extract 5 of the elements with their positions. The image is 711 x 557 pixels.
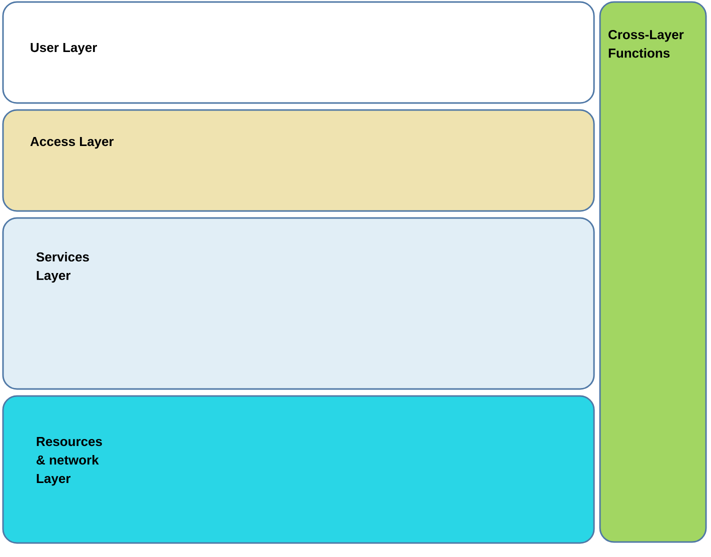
- layer-box: Access Layer: [2, 109, 595, 212]
- layer-box: Cross-Layer Functions: [599, 1, 707, 543]
- layer-box: User Layer: [2, 1, 595, 104]
- layer-box: Services Layer: [2, 217, 595, 390]
- layer-box: Resources & network Layer: [2, 395, 595, 544]
